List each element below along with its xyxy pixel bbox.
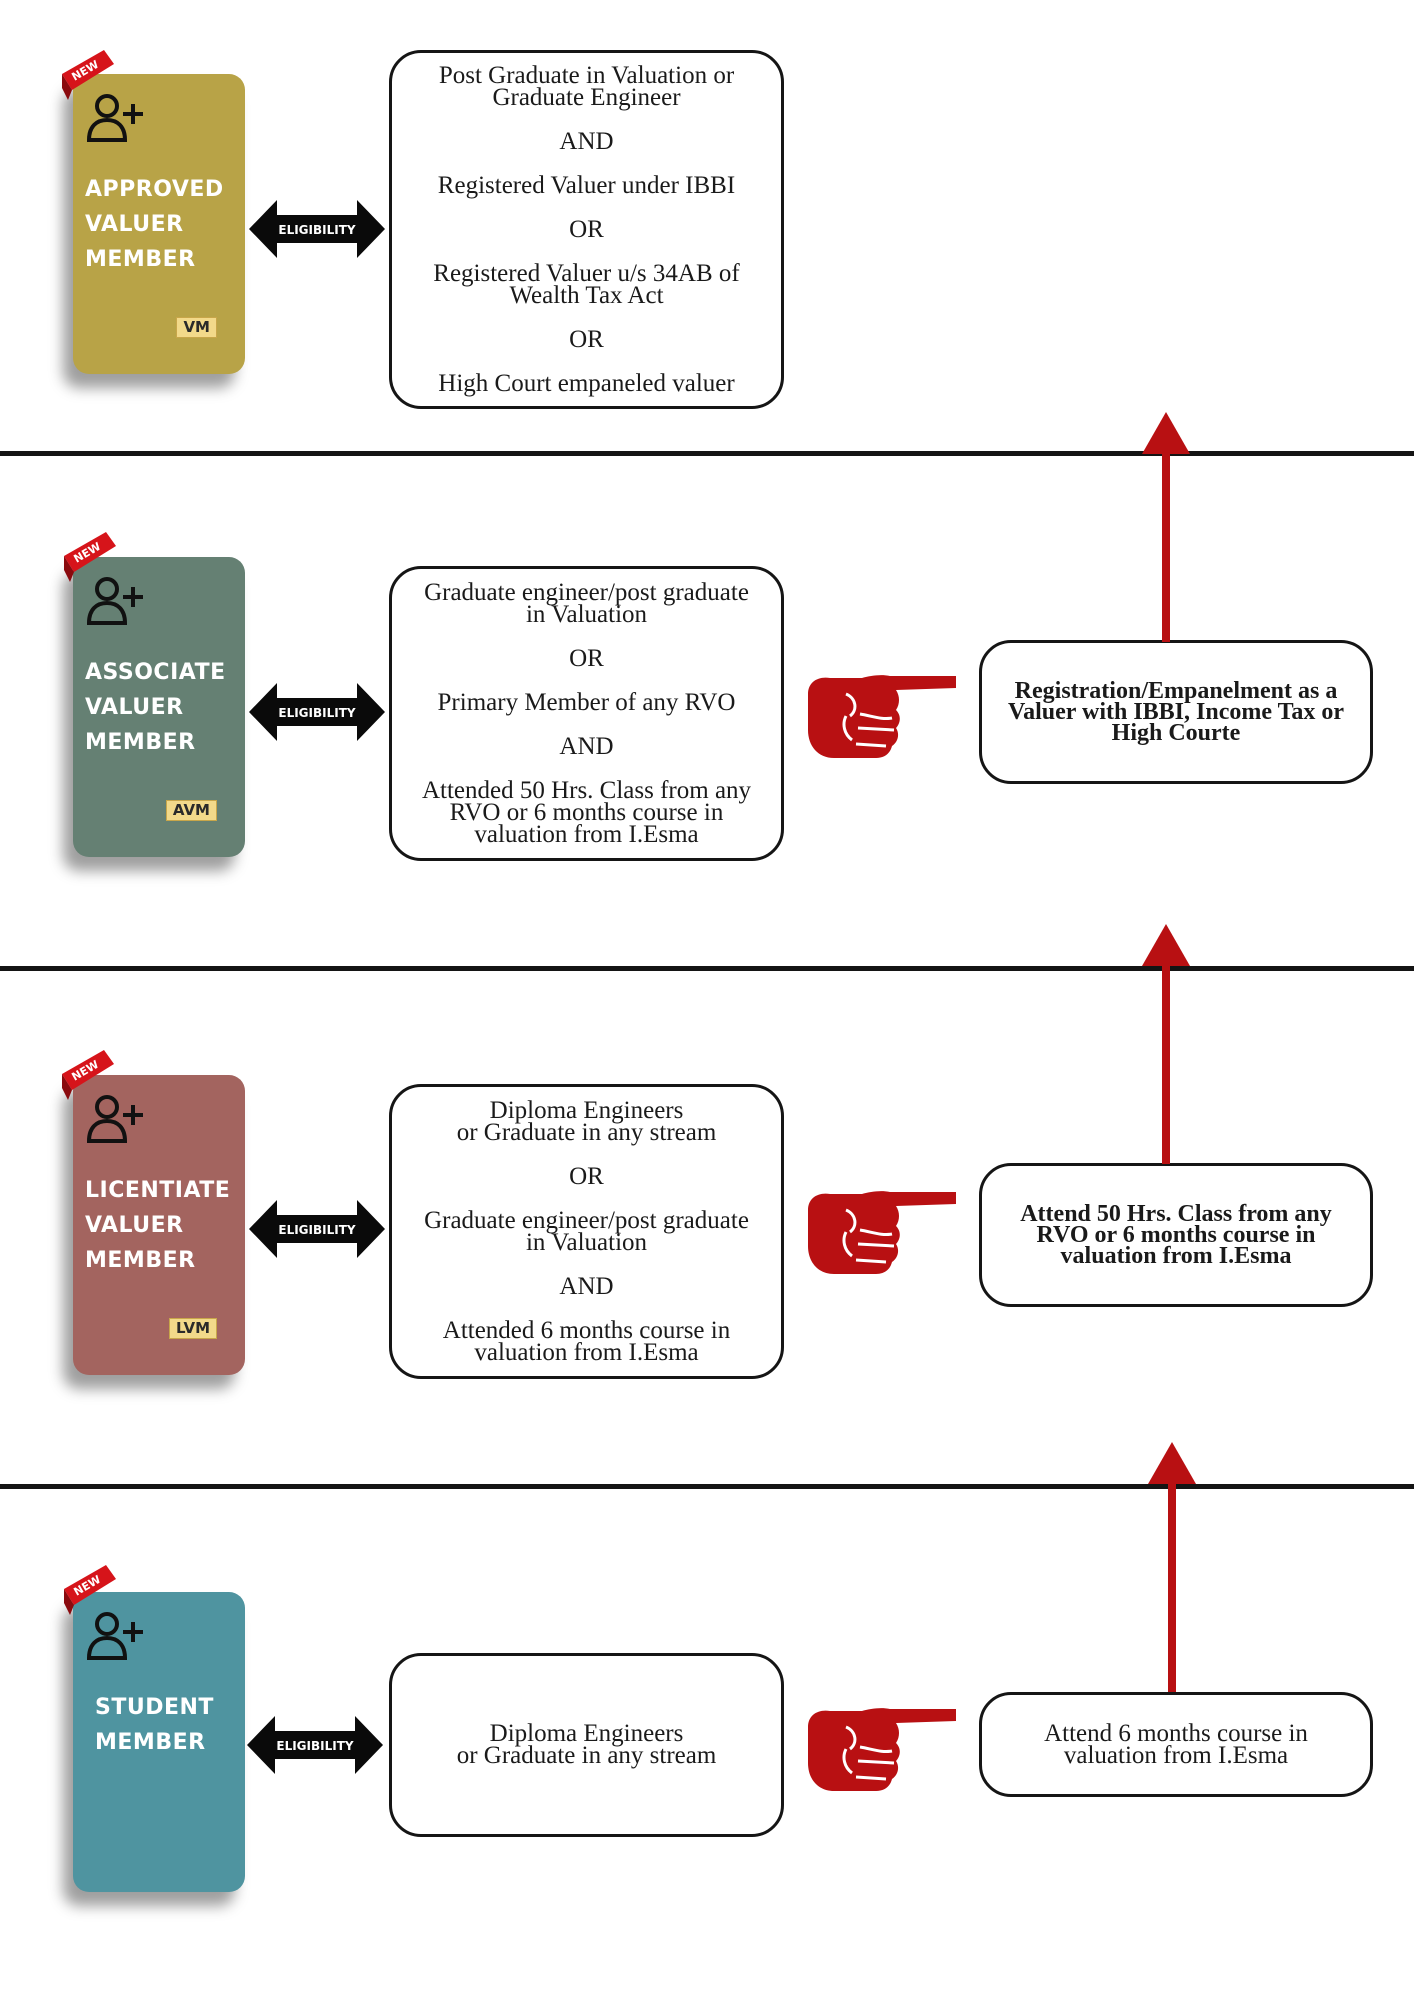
requirement-line: or Graduate in any stream [456,1118,717,1146]
upgrade-arrow [1142,924,1190,1164]
requirement-line: Wealth Tax Act [509,281,664,309]
requirement-connector: AND [559,1272,614,1300]
upgrade-step-box: Attend 6 months course in valuation from… [979,1692,1373,1797]
requirement-connector: OR [569,644,604,672]
upgrade-step-box: Attend 50 Hrs. Class from any RVO or 6 m… [979,1163,1373,1307]
eligibility-arrow: ELIGIBILITY [249,200,385,258]
upgrade-step-line: valuation from I.Esma [1060,1242,1292,1269]
requirement-line: in Valuation [525,1228,648,1256]
new-ribbon: NEW [62,1050,114,1100]
upgrade-step-line: RVO or 6 months course in [1036,1221,1316,1248]
upgrade-step-line: Attend 6 months course in [1044,1719,1308,1747]
requirement-line: Primary Member of any RVO [437,688,736,716]
svg-text:ELIGIBILITY: ELIGIBILITY [276,1739,354,1753]
requirement-line: Registered Valuer u/s 34AB of [433,259,740,287]
requirement-line: Attended 50 Hrs. Class from any [421,776,752,804]
pointing-hand-icon [808,1191,956,1274]
eligibility-requirements-box: Diploma Engineers or Graduate in any str… [389,1084,784,1379]
upgrade-step-line: Valuer with IBBI, Income Tax or [1007,698,1345,725]
upgrade-arrow [1148,1442,1196,1692]
pointing-hand-icon [808,675,956,758]
card-title: STUDENT MEMBER [95,1695,214,1755]
new-ribbon: NEW [64,532,116,582]
requirement-line: RVO or 6 months course in [449,798,724,826]
card-title: APPROVED VALUER MEMBER [85,177,224,272]
requirement-line: valuation from I.Esma [474,820,699,848]
eligibility-arrow: ELIGIBILITY [249,683,385,741]
add-user-icon [86,1612,143,1660]
pointing-hand-icon [808,1708,956,1791]
requirement-line: Diploma Engineers [489,1096,684,1124]
approved-valuer-card[interactable]: APPROVED VALUER MEMBER VM [73,74,245,374]
upgrade-step-box: Registration/Empanelment as a Valuer wit… [979,640,1373,784]
member-code-badge: LVM [168,1318,217,1339]
member-code-badge: VM [176,317,217,338]
eligibility-arrow: ELIGIBILITY [247,1716,383,1774]
requirement-connector: AND [559,732,614,760]
requirement-line: Post Graduate in Valuation or [438,61,735,89]
requirement-line: Graduate engineer/post graduate [424,578,749,606]
eligibility-requirements-box: Diploma Engineers or Graduate in any str… [389,1653,784,1837]
add-user-icon [86,1095,143,1143]
member-code-badge: AVM [165,800,217,821]
requirement-line: Attended 6 months course in [442,1316,731,1344]
card-title: LICENTIATE VALUER MEMBER [85,1178,231,1273]
requirement-line: High Court empaneled valuer [438,369,735,397]
tier-divider [0,1484,1414,1489]
upgrade-step-line: High Courte [1111,719,1241,746]
requirement-line: Graduate Engineer [492,83,681,111]
card-title: ASSOCIATE VALUER MEMBER [85,660,226,755]
student-member-card[interactable]: STUDENT MEMBER [73,1592,245,1892]
tier-divider [0,451,1414,456]
new-ribbon: NEW [64,1565,116,1615]
requirement-connector: OR [569,325,604,353]
add-user-icon [86,577,143,625]
svg-text:ELIGIBILITY: ELIGIBILITY [278,223,356,237]
associate-valuer-card[interactable]: ASSOCIATE VALUER MEMBER AVM [73,557,245,857]
requirement-line: in Valuation [525,600,648,628]
requirement-line: Registered Valuer under IBBI [437,171,736,199]
eligibility-requirements-box: Post Graduate in Valuation or Graduate E… [389,50,784,409]
upgrade-step-line: Attend 50 Hrs. Class from any [1020,1200,1332,1227]
upgrade-arrow [1142,412,1190,642]
eligibility-requirements-box: Graduate engineer/post graduate in Valua… [389,566,784,861]
new-ribbon: NEW [62,50,114,100]
eligibility-arrow: ELIGIBILITY [249,1200,385,1258]
requirement-line: or Graduate in any stream [456,1742,717,1769]
svg-text:ELIGIBILITY: ELIGIBILITY [278,1223,356,1237]
requirement-connector: OR [569,1162,604,1190]
requirement-line: valuation from I.Esma [474,1338,699,1366]
requirement-line: Graduate engineer/post graduate [424,1206,749,1234]
svg-text:ELIGIBILITY: ELIGIBILITY [278,706,356,720]
requirement-connector: OR [569,215,604,243]
requirement-line: Diploma Engineers [489,1720,684,1747]
add-user-icon [86,94,143,142]
licentiate-valuer-card[interactable]: LICENTIATE VALUER MEMBER LVM [73,1075,245,1375]
upgrade-step-line: valuation from I.Esma [1063,1741,1289,1769]
requirement-connector: AND [559,127,614,155]
upgrade-step-line: Registration/Empanelment as a [1014,677,1338,704]
tier-divider [0,966,1414,971]
